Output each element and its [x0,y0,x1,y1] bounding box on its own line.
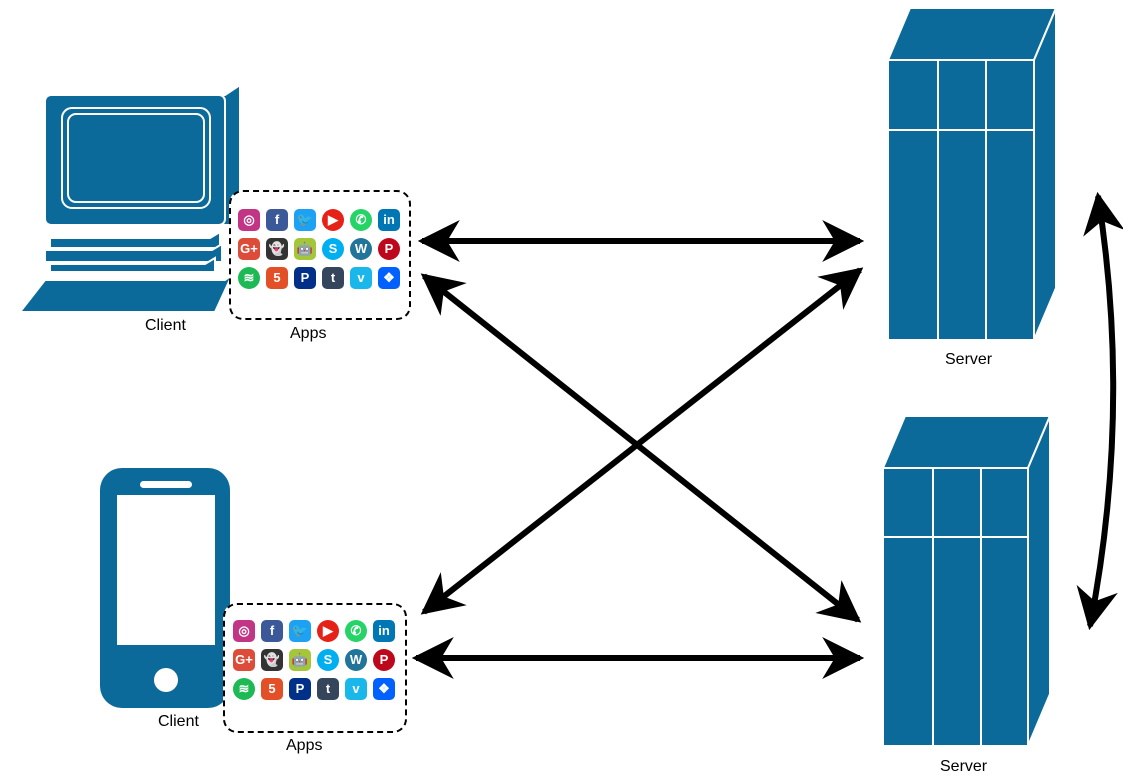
desktop-computer-icon [17,83,241,313]
server-icon-top [886,7,1058,341]
server-label-bottom: Server [940,758,988,775]
google-plus-icon: G+ [238,238,260,260]
dropbox-icon: ❖ [373,678,395,700]
paypal-icon: P [289,678,311,700]
linkedin-icon: in [378,209,400,231]
dropbox-icon: ❖ [378,267,400,289]
youtube-icon: ▶ [322,209,344,231]
arrow-pc-to-server-bottom [420,273,862,623]
whatsapp-icon: ✆ [345,620,367,642]
skype-icon: S [322,238,344,260]
youtube-icon: ▶ [317,620,339,642]
snapchat-icon: 👻 [266,238,288,260]
facebook-icon: f [266,209,288,231]
twitter-icon: 🐦 [294,209,316,231]
arrow-phone-to-server-top [420,267,864,615]
tumblr-icon: t [322,267,344,289]
android-icon: 🤖 [289,649,311,671]
vimeo-icon: v [345,678,367,700]
google-plus-icon: G+ [233,649,255,671]
spotify-icon: ≋ [238,267,260,289]
instagram-icon: ◎ [233,620,255,642]
facebook-icon: f [261,620,283,642]
twitter-icon: 🐦 [289,620,311,642]
server-icon-bottom [881,415,1052,747]
pinterest-icon: P [373,649,395,671]
wordpress-icon: W [345,649,367,671]
tumblr-icon: t [317,678,339,700]
mobile-phone-icon [100,468,230,708]
html5-icon: 5 [261,678,283,700]
client-label-pc: Client [145,317,186,334]
skype-icon: S [317,649,339,671]
arrow-server-to-server [1076,191,1123,631]
instagram-icon: ◎ [238,209,260,231]
paypal-icon: P [294,267,316,289]
apps-label-phone: Apps [286,737,323,754]
html5-icon: 5 [266,267,288,289]
connection-arrows [411,191,1123,679]
apps-label-pc: Apps [290,325,327,342]
spotify-icon: ≋ [233,678,255,700]
wordpress-icon: W [350,238,372,260]
client-label-phone: Client [158,713,199,730]
linkedin-icon: in [373,620,395,642]
whatsapp-icon: ✆ [350,209,372,231]
vimeo-icon: v [350,267,372,289]
android-icon: 🤖 [294,238,316,260]
pinterest-icon: P [378,238,400,260]
server-label-top: Server [945,351,993,368]
snapchat-icon: 👻 [261,649,283,671]
